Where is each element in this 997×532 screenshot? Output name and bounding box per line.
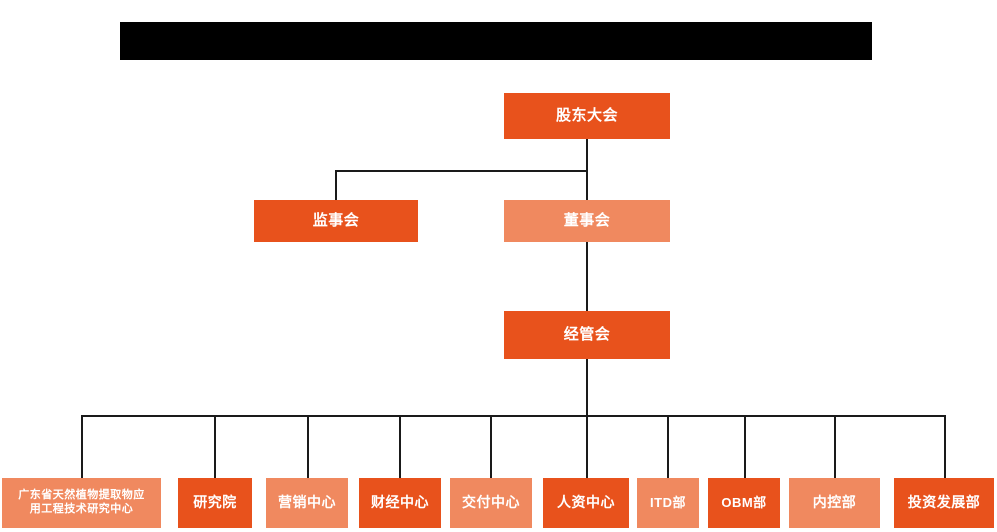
connector-supervisory-board-drop bbox=[335, 170, 337, 200]
node-supervisory-board-label: 监事会 bbox=[312, 211, 360, 229]
connector-department-bus bbox=[81, 415, 945, 417]
node-management-committee-label: 经管会 bbox=[563, 325, 611, 343]
node-gd-research-center-label-line2: 用工程技术研究中心 bbox=[29, 503, 134, 515]
connector-drop-research-institute bbox=[214, 415, 216, 478]
node-board-of-directors-label: 董事会 bbox=[563, 211, 611, 229]
connector-drop-internal-control-department bbox=[834, 415, 836, 478]
node-internal-control-department-label: 内控部 bbox=[812, 494, 857, 511]
node-investment-development-department[interactable]: 投资发展部 bbox=[894, 478, 994, 528]
connector-drop-hr-center bbox=[586, 415, 588, 478]
node-finance-center-label: 财经中心 bbox=[371, 494, 429, 511]
connector-board-of-directors-drop bbox=[586, 170, 588, 200]
connector-shareholders-stem bbox=[586, 139, 588, 171]
connector-board-to-management bbox=[586, 241, 588, 311]
node-management-committee[interactable]: 经管会 bbox=[504, 311, 670, 359]
node-hr-center-label: 人资中心 bbox=[557, 494, 615, 511]
connector-drop-obm-department bbox=[744, 415, 746, 478]
node-research-institute[interactable]: 研究院 bbox=[178, 478, 252, 528]
node-shareholders-meeting-label: 股东大会 bbox=[555, 106, 618, 124]
node-internal-control-department[interactable]: 内控部 bbox=[789, 478, 880, 528]
node-research-institute-label: 研究院 bbox=[193, 494, 237, 511]
connector-drop-delivery-center bbox=[490, 415, 492, 478]
node-obm-department-label: OBM部 bbox=[721, 494, 767, 510]
connector-drop-itd-department bbox=[667, 415, 669, 478]
node-delivery-center[interactable]: 交付中心 bbox=[450, 478, 532, 528]
node-delivery-center-label: 交付中心 bbox=[462, 494, 520, 511]
connector-level2-bus bbox=[335, 170, 588, 172]
node-gd-research-center-label-line1: 广东省天然植物提取物应 bbox=[18, 489, 145, 502]
connector-drop-investment-development-department bbox=[944, 415, 946, 478]
redacted-title-bar bbox=[120, 22, 872, 60]
node-marketing-center-label: 营销中心 bbox=[278, 494, 336, 511]
connector-drop-gd-research-center bbox=[81, 415, 83, 478]
node-board-of-directors[interactable]: 董事会 bbox=[504, 200, 670, 242]
connector-drop-finance-center bbox=[399, 415, 401, 478]
node-obm-department[interactable]: OBM部 bbox=[708, 478, 780, 528]
node-marketing-center[interactable]: 营销中心 bbox=[266, 478, 348, 528]
connector-management-stem bbox=[586, 359, 588, 417]
connector-drop-marketing-center bbox=[307, 415, 309, 478]
node-shareholders-meeting[interactable]: 股东大会 bbox=[504, 93, 670, 139]
node-itd-department[interactable]: ITD部 bbox=[637, 478, 699, 528]
node-investment-development-department-label: 投资发展部 bbox=[907, 494, 981, 511]
node-hr-center[interactable]: 人资中心 bbox=[543, 478, 629, 528]
node-itd-department-label: ITD部 bbox=[650, 494, 686, 510]
node-supervisory-board[interactable]: 监事会 bbox=[254, 200, 418, 242]
node-finance-center[interactable]: 财经中心 bbox=[359, 478, 441, 528]
node-gd-research-center[interactable]: 广东省天然植物提取物应 用工程技术研究中心 bbox=[2, 478, 161, 528]
